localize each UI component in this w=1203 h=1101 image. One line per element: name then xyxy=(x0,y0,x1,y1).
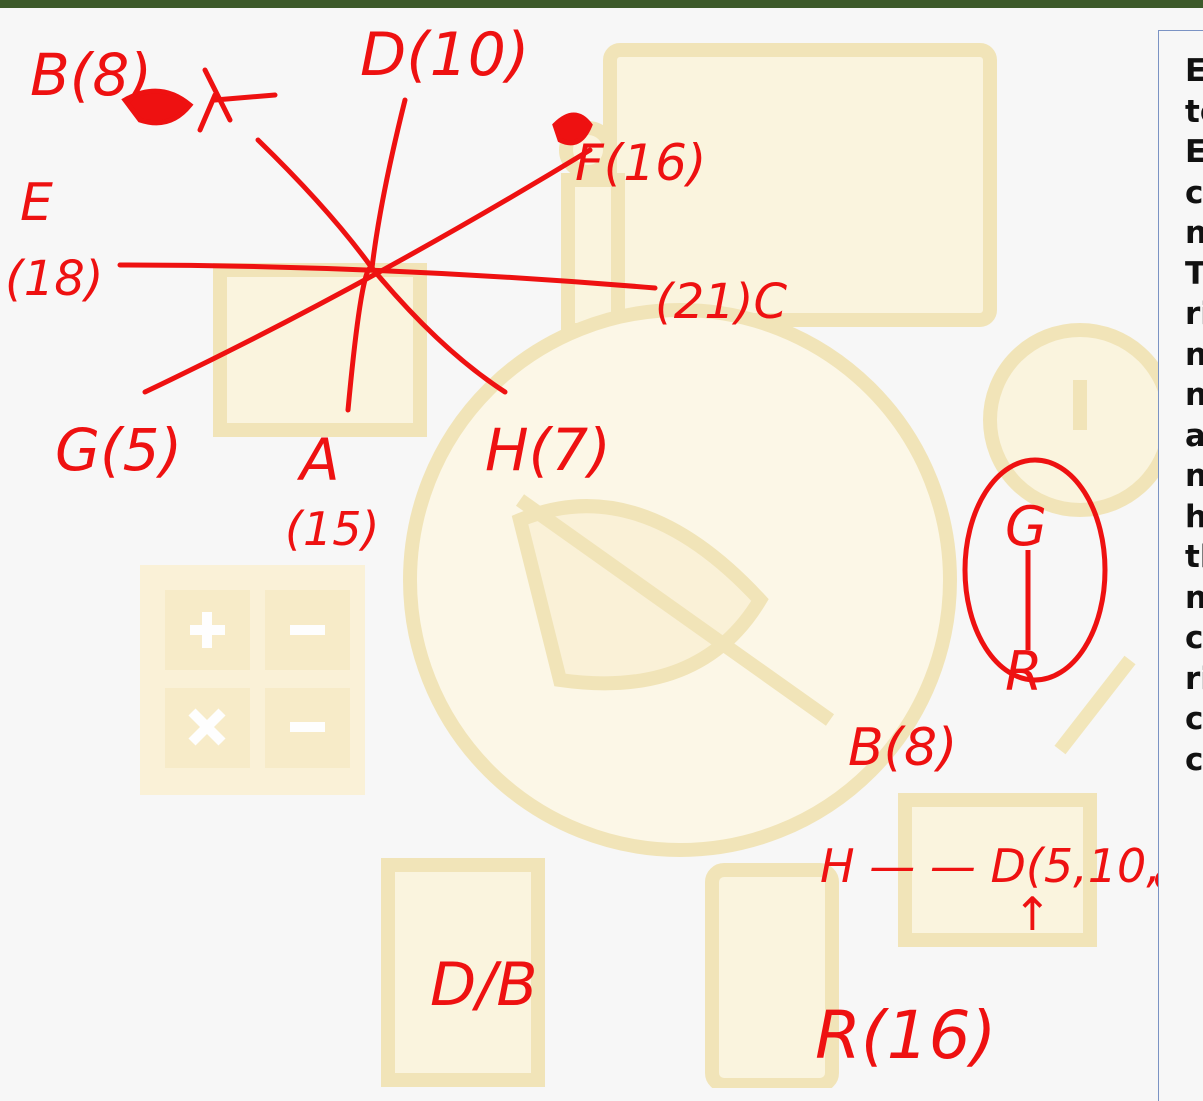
star-diagram xyxy=(117,67,658,413)
edge-g-f xyxy=(142,147,593,395)
side-text-line: ri xyxy=(1185,296,1203,332)
side-text-content: EtoEcnTrinnanhthncricc xyxy=(1185,51,1203,780)
b-annotation-scribble xyxy=(197,67,278,133)
tree-node-b: B(8) xyxy=(848,718,957,778)
node-label-b: B(8) xyxy=(30,41,152,109)
phone-icon xyxy=(705,863,839,1088)
writing-hand-icon xyxy=(403,303,957,857)
node-label-g: G(5) xyxy=(55,416,182,484)
side-text-line: a xyxy=(1185,416,1203,457)
side-text-line: to xyxy=(1185,93,1203,130)
side-text-line: c xyxy=(1185,741,1203,778)
chain-text: H — — D(5,10, xyxy=(820,839,1161,893)
side-text-line: ri xyxy=(1185,660,1203,697)
f-blot xyxy=(552,112,593,146)
side-text-line: T xyxy=(1185,254,1203,295)
calculator-icon xyxy=(140,565,365,795)
side-text-line: c xyxy=(1185,620,1203,656)
side-text-line: E xyxy=(1185,51,1203,92)
node-label-e-letter: E xyxy=(20,173,53,233)
side-text-line: n xyxy=(1185,578,1203,619)
star-node-labels: D(10) B(8) F(16) E (18) (21)C G(5) A (15… xyxy=(5,20,788,556)
node-label-a-letter: A xyxy=(296,426,340,494)
tree-node-g: G xyxy=(1005,495,1047,558)
calculator-symbols xyxy=(188,612,325,746)
side-text-panel: EtoEcnTrinnanhthncricc xyxy=(1158,30,1203,1101)
node-label-e-value: (18) xyxy=(5,251,104,307)
circle-outline xyxy=(962,457,1108,683)
node-label-h: H(7) xyxy=(485,416,611,484)
tree-node-r: R xyxy=(1005,640,1043,703)
pencil-icon xyxy=(1054,655,1136,755)
r-value-note: R(16) xyxy=(815,997,996,1074)
node-label-d: D(10) xyxy=(360,20,529,90)
side-text-line: n xyxy=(1185,375,1203,416)
side-text-line: c xyxy=(1185,174,1203,211)
chain-arrow: ↑ xyxy=(1013,887,1052,941)
side-text-line: c xyxy=(1185,701,1203,737)
top-bar xyxy=(0,0,1203,8)
side-text-line: n xyxy=(1185,456,1203,497)
node-label-a-value: (15) xyxy=(285,502,379,556)
watermark-background xyxy=(140,43,1177,1088)
laptop-icon xyxy=(213,263,427,437)
b-blot xyxy=(121,88,194,126)
side-text-line: n xyxy=(1185,213,1203,254)
pdf-icon xyxy=(381,858,545,1087)
books-icon xyxy=(898,793,1097,947)
d-over-b-note: D/B xyxy=(430,950,538,1020)
whiteboard-canvas[interactable]: D(10) B(8) F(16) E (18) (21)C G(5) A (15… xyxy=(0,8,1203,1088)
side-text-line: E xyxy=(1185,132,1203,173)
node-label-c: (21)C xyxy=(655,274,788,330)
node-label-f: F(16) xyxy=(575,134,706,192)
side-text-line: h xyxy=(1185,497,1203,538)
side-text-line: n xyxy=(1185,335,1203,376)
edge-b-h xyxy=(255,137,508,395)
tree-fragment: G R B(8) xyxy=(848,457,1108,778)
side-text-line: th xyxy=(1185,539,1203,575)
